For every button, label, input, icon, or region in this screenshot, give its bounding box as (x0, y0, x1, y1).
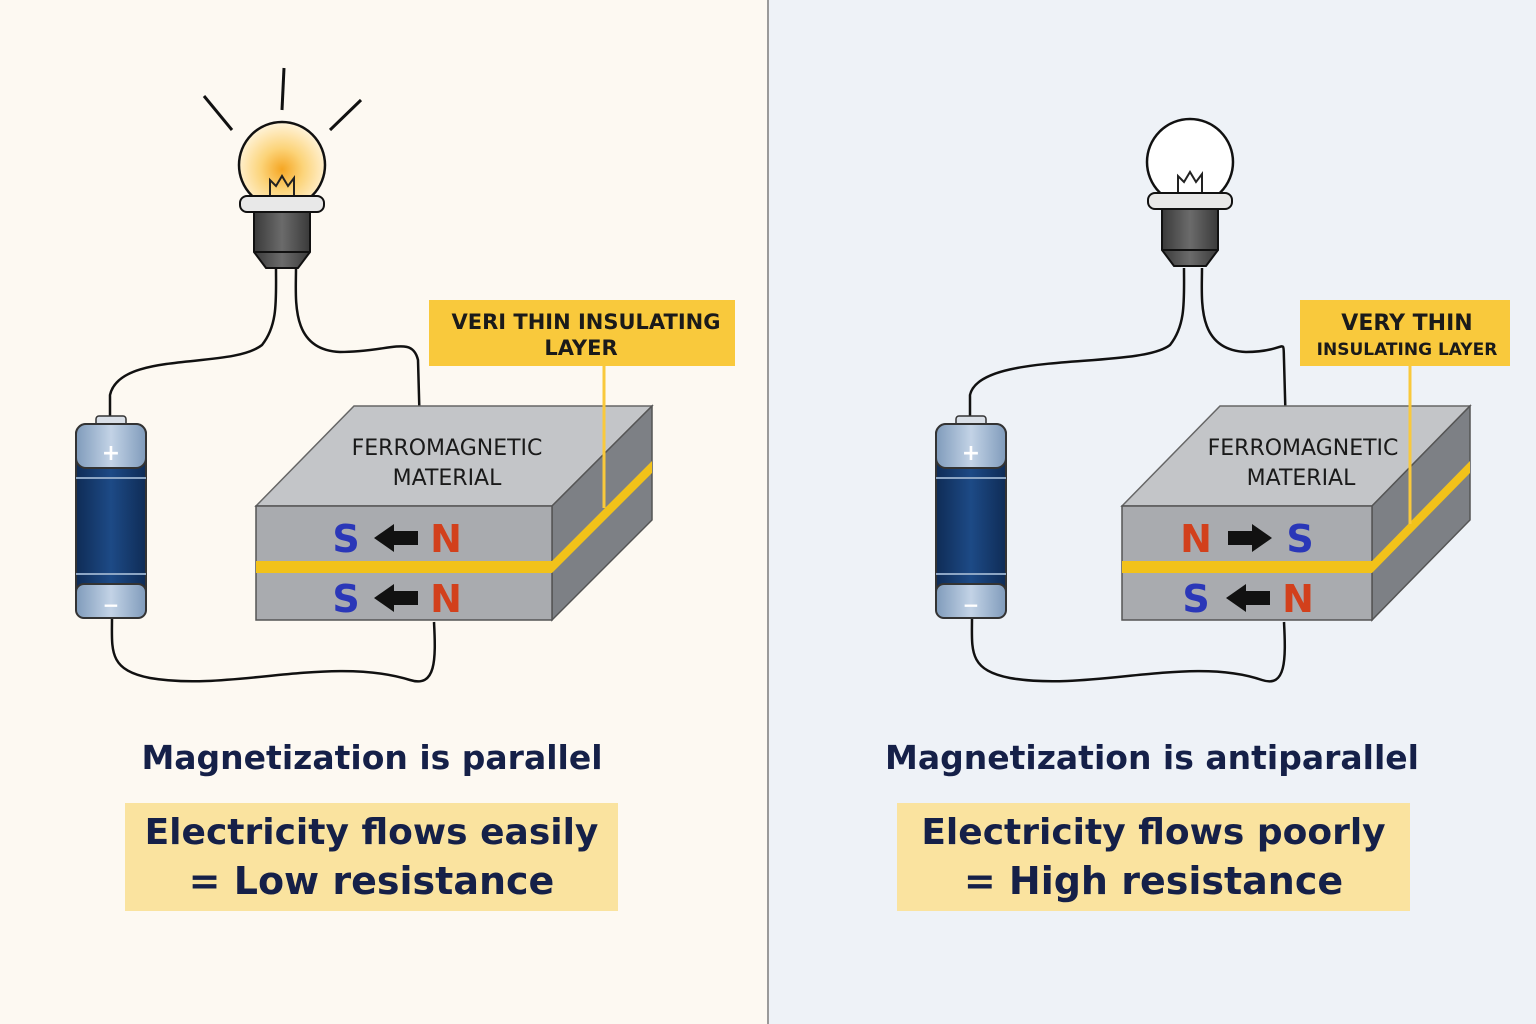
left-magnetization-caption: Magnetization is parallel (141, 738, 603, 777)
left-battery-minus: − (103, 593, 120, 617)
left-callout-line1: VERI THIN INSULATING (451, 310, 720, 334)
left-bottom-layer-left-pole: S (332, 577, 359, 621)
right-bulb-base (1161, 208, 1219, 267)
right-material-label-line1: FERROMAGNETIC (1208, 436, 1399, 461)
left-result-box: Electricity flows easily = Low resistanc… (125, 803, 618, 911)
left-bulb-filament (269, 174, 295, 198)
left-ferromagnetic-block: FERROMAGNETIC MATERIAL S N S N (254, 404, 654, 622)
left-top-layer-arrow-left (374, 524, 418, 552)
left-wire-battery-to-material (110, 617, 437, 683)
right-insulating-callout: VERY THIN INSULATING LAYER (1300, 300, 1510, 524)
right-light-bulb (1145, 117, 1235, 267)
right-result-line2: = High resistance (963, 859, 1344, 903)
right-bottom-layer-arrow-left (1226, 584, 1270, 612)
right-bottom-layer-right-pole: N (1282, 577, 1314, 621)
right-magnetization-caption: Magnetization is antiparallel (885, 738, 1419, 777)
right-top-layer-left-pole: N (1180, 517, 1212, 561)
left-battery-top-band (75, 423, 147, 469)
left-wire-bulb-to-battery (108, 267, 278, 418)
left-insulating-layer-front (256, 561, 552, 573)
left-callout-line2: LAYER (544, 336, 617, 360)
left-material-label-line1: FERROMAGNETIC (352, 436, 543, 461)
right-callout-line1: VERY THIN (1341, 311, 1472, 336)
right-callout-box (1300, 300, 1510, 366)
right-panel: + − FERROMAGNETIC MATERIAL N S S N VERY … (935, 117, 1510, 683)
right-ferromagnetic-block: FERROMAGNETIC MATERIAL N S S N (1120, 404, 1472, 622)
right-bulb-filament (1177, 170, 1203, 195)
right-insulating-layer-front (1122, 561, 1372, 573)
left-result-line1: Electricity flows easily (144, 812, 599, 853)
right-top-layer-right-pole: S (1286, 517, 1313, 561)
right-wire-bulb-to-battery (968, 267, 1186, 418)
left-top-layer-right-pole: N (430, 517, 462, 561)
left-light-bulb (202, 67, 363, 269)
left-bulb-collar (239, 195, 325, 213)
left-battery-bottom-band (75, 583, 147, 619)
left-bottom-layer-right-pole: N (430, 577, 462, 621)
right-battery-bottom-band (935, 583, 1007, 619)
right-callout-line2: INSULATING LAYER (1317, 340, 1498, 360)
left-battery-plus: + (102, 441, 120, 466)
right-top-layer-arrow-right (1228, 524, 1272, 552)
right-result-line1: Electricity flows poorly (921, 812, 1386, 853)
left-insulating-callout: VERI THIN INSULATING LAYER (429, 300, 735, 508)
left-bottom-layer-arrow-left (374, 584, 418, 612)
left-bulb-base (253, 211, 311, 269)
right-bulb-collar (1147, 192, 1233, 210)
left-panel: + − FERROMAGNETIC MATERIAL S N S N VERI … (75, 67, 735, 683)
right-wire-bulb-to-material (1200, 267, 1288, 433)
left-wire-bulb-to-material (294, 267, 422, 433)
left-battery: + − (75, 415, 147, 619)
right-battery-minus: − (963, 593, 980, 617)
right-battery: + − (935, 415, 1007, 619)
left-callout-box (429, 300, 735, 366)
right-bottom-layer-left-pole: S (1182, 577, 1209, 621)
left-insulating-layer-side (552, 461, 652, 573)
right-insulating-layer-side (1372, 461, 1470, 573)
right-battery-plus: + (962, 441, 980, 466)
left-glow-ray-3 (328, 98, 363, 132)
left-material-label-line2: MATERIAL (393, 466, 502, 491)
right-wire-battery-to-material (970, 617, 1287, 683)
left-top-layer-left-pole: S (332, 517, 359, 561)
right-material-label-line2: MATERIAL (1247, 466, 1356, 491)
right-result-box: Electricity flows poorly = High resistan… (897, 803, 1410, 911)
right-wires (968, 267, 1288, 683)
right-battery-top-band (935, 423, 1007, 469)
left-glow-ray-2 (280, 67, 286, 111)
left-wires (108, 267, 437, 683)
left-glow-ray-1 (202, 95, 234, 131)
left-result-line2: = Low resistance (188, 859, 555, 903)
